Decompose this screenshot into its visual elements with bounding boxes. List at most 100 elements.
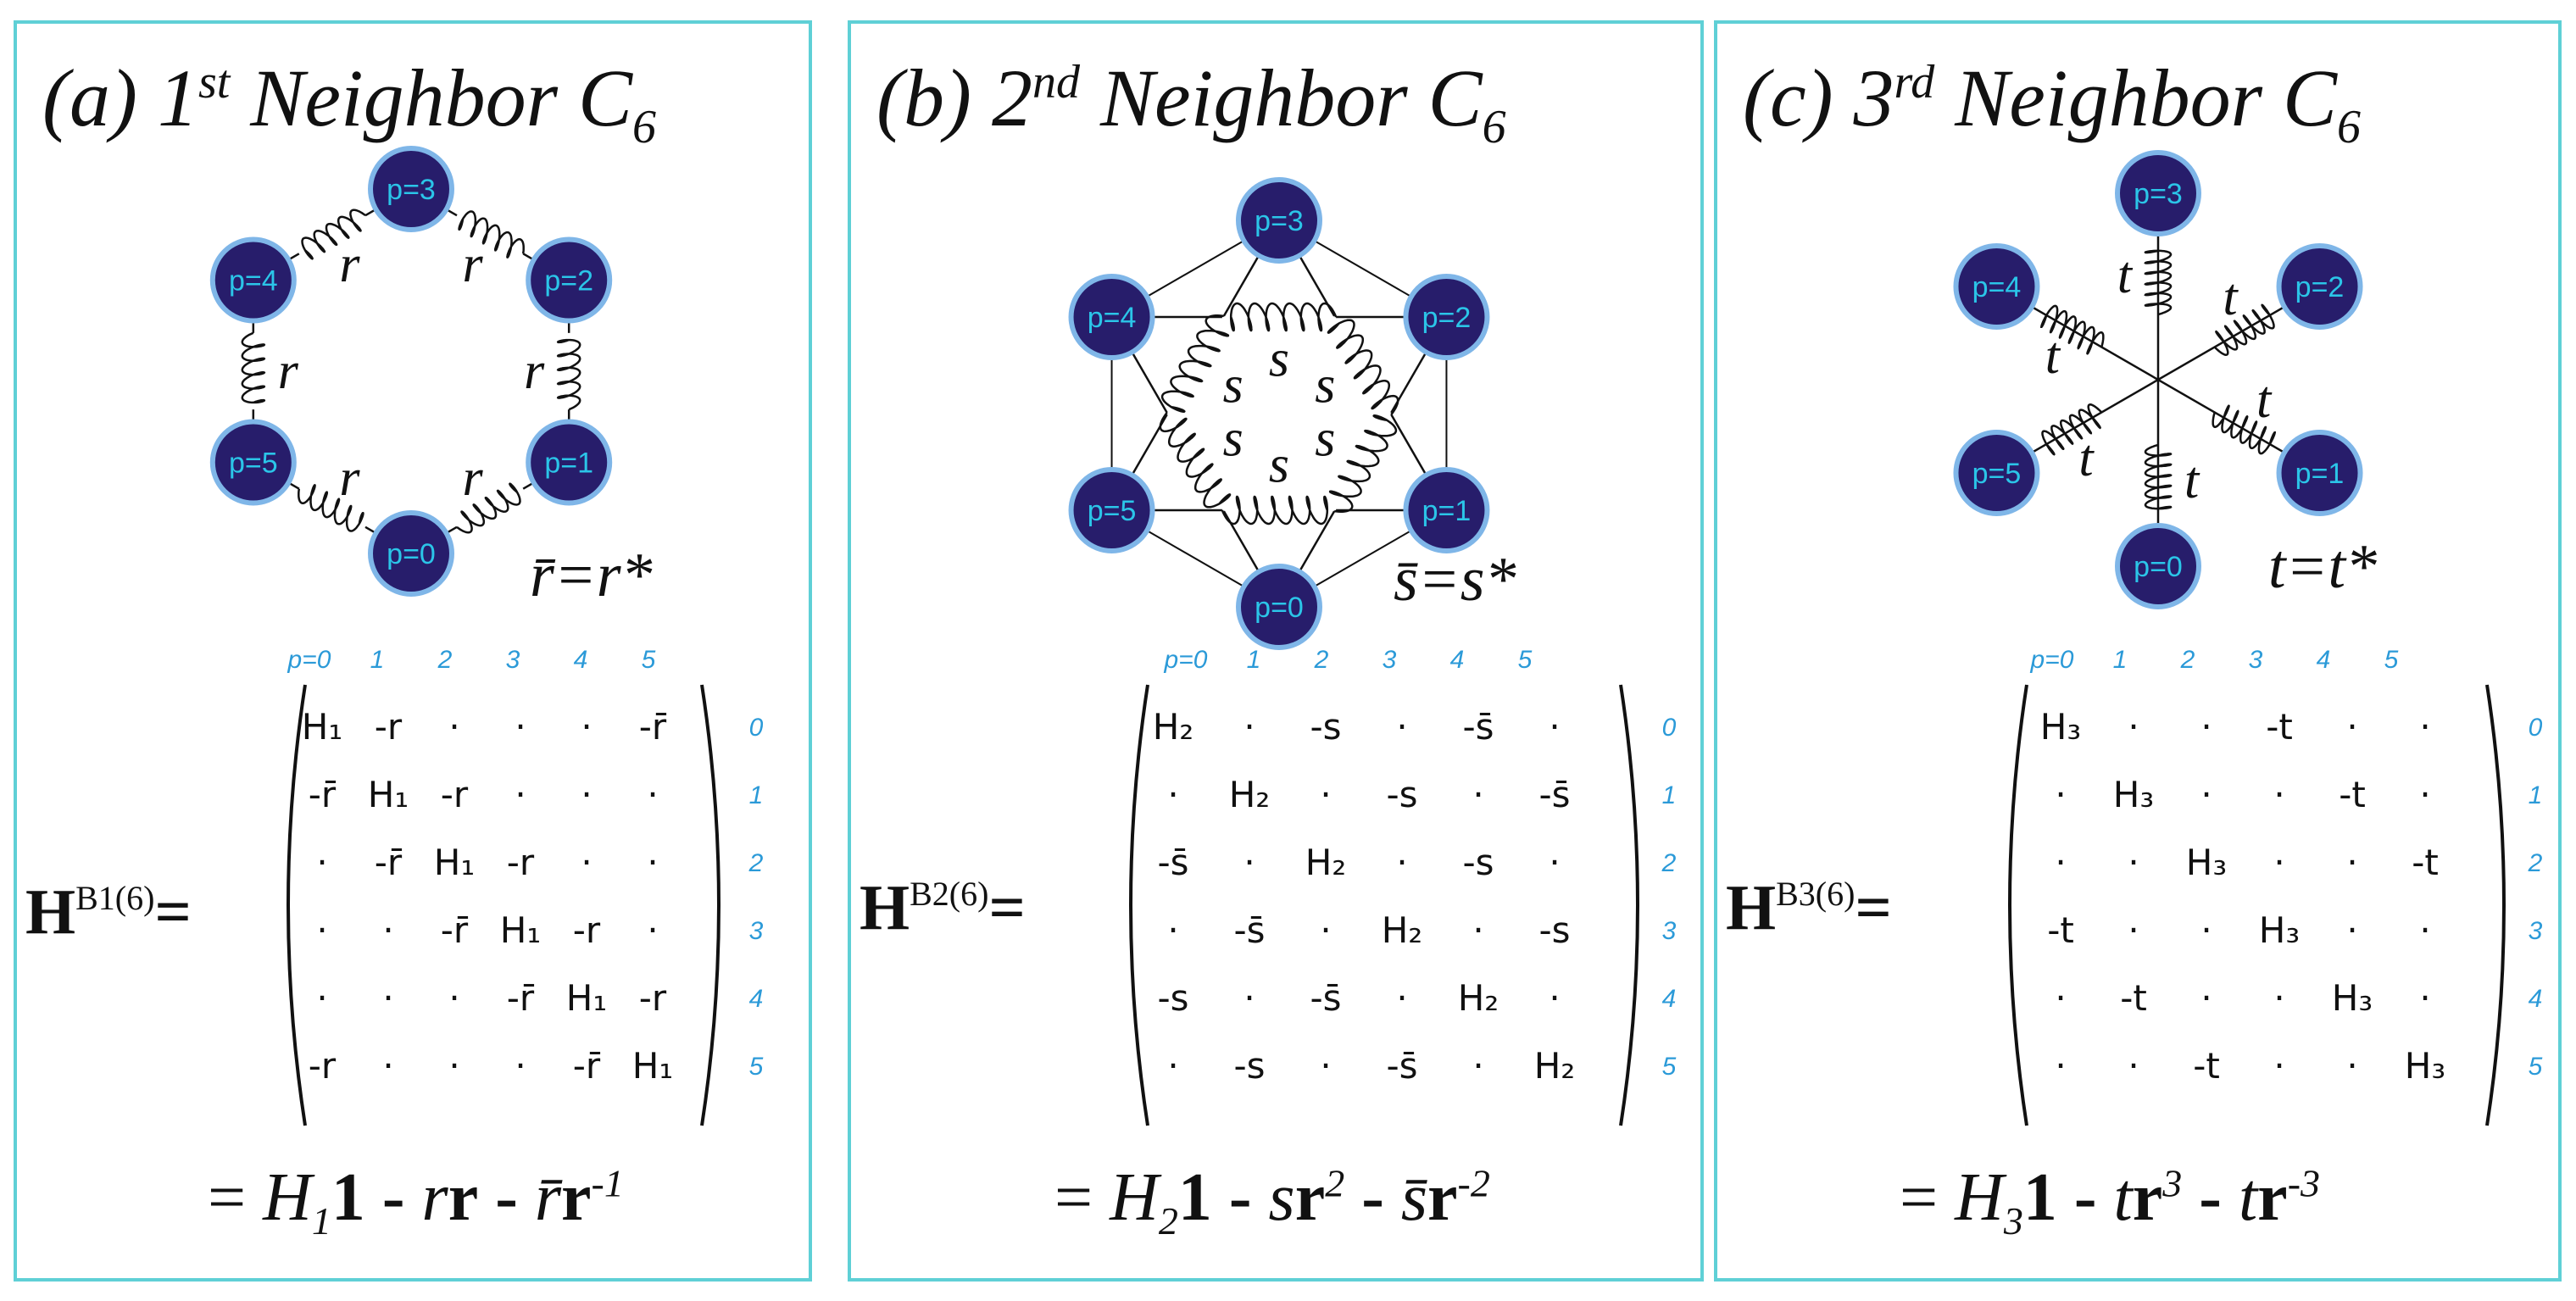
matrix-cell: · xyxy=(2419,977,2430,1019)
site-node xyxy=(1403,274,1490,360)
matrix-cell: H₁ xyxy=(566,977,607,1019)
bond-label-t: t xyxy=(2256,371,2273,429)
matrix-cell: H₂ xyxy=(1534,1045,1575,1087)
bond-label-t: t xyxy=(2117,247,2134,304)
conjugate-relation: t=t* xyxy=(2268,532,2377,602)
nodes: p=0p=1p=2p=3p=4p=5 xyxy=(1953,150,2363,609)
matrix-cell: · xyxy=(1243,842,1255,883)
row-index: 1 xyxy=(1662,781,1677,809)
site-node xyxy=(1953,430,2040,516)
matrix-cell: -s̄ xyxy=(1157,842,1188,883)
row-index: 0 xyxy=(749,714,764,742)
bond-label-r: r xyxy=(339,236,360,293)
site-node xyxy=(1953,243,2040,330)
matrix-cell: · xyxy=(2273,774,2284,815)
matrix-cell: -r̄ xyxy=(441,909,469,951)
matrix-cell: · xyxy=(2273,842,2284,883)
column-index: 2 xyxy=(1314,646,1329,674)
matrix-cell: H₂ xyxy=(1153,706,1193,748)
matrix-cell: · xyxy=(448,977,459,1019)
matrix-cell: H₁ xyxy=(500,909,541,951)
column-index: 2 xyxy=(2180,646,2195,674)
bond-label-t: t xyxy=(2223,269,2239,326)
column-index: p=0 xyxy=(2030,646,2074,674)
matrix-cells: H₁-r···-r̄-r̄H₁-r····-r̄H₁-r····-r̄H₁-r·… xyxy=(302,706,673,1087)
matrix-cell: -r xyxy=(639,977,667,1019)
row-index: 3 xyxy=(2529,917,2543,945)
matrix-cell: · xyxy=(2346,1045,2357,1087)
site-node xyxy=(1236,564,1322,650)
site-node xyxy=(2276,430,2363,516)
matrix-cell: -r xyxy=(309,1045,337,1087)
bond-label-s: s xyxy=(1269,330,1289,387)
row-index: 2 xyxy=(2528,849,2543,877)
row-index: 5 xyxy=(1662,1053,1677,1081)
spring-coil xyxy=(241,331,266,404)
matrix-cell: · xyxy=(2346,706,2357,748)
column-index: 1 xyxy=(2113,646,2128,674)
matrix-cell: · xyxy=(647,774,658,815)
matrix-cell: H₂ xyxy=(1382,909,1422,951)
site-node xyxy=(368,146,454,232)
column-index: 1 xyxy=(370,646,385,674)
matrix-lhs: HB3(6)= xyxy=(1726,872,1892,943)
bond-label-r: r xyxy=(463,236,484,293)
site-label: p=1 xyxy=(1422,495,1472,527)
matrix-cell: -t xyxy=(2047,909,2074,951)
site-node xyxy=(1236,177,1322,264)
matrix-cell: · xyxy=(2200,909,2212,951)
matrix-cell: · xyxy=(1549,706,1560,748)
matrix-cell: · xyxy=(1472,1045,1483,1087)
matrix-cell: · xyxy=(2055,774,2066,815)
matrix-cell: · xyxy=(2055,1045,2066,1087)
site-node xyxy=(209,236,297,324)
bond-label-s: s xyxy=(1269,436,1289,494)
site-label: p=5 xyxy=(1088,495,1137,527)
column-index: 5 xyxy=(642,646,656,674)
site-label: p=0 xyxy=(2134,551,2183,583)
matrix-cell: H₃ xyxy=(2113,774,2154,815)
matrix-cell: · xyxy=(2200,774,2212,815)
matrix-cell: -r xyxy=(573,909,601,951)
row-index: 4 xyxy=(749,985,764,1013)
spring-coil xyxy=(1229,302,1338,332)
spring-coil xyxy=(458,210,525,259)
matrix-cell: -t xyxy=(2339,774,2366,815)
matrix-cell: · xyxy=(1549,842,1560,883)
matrix-cell: · xyxy=(1167,909,1178,951)
site-label: p=5 xyxy=(1972,458,2022,490)
matrix-cell: · xyxy=(2128,909,2139,951)
matrix-cell: · xyxy=(1396,706,1407,748)
row-index: 4 xyxy=(1662,985,1677,1013)
matrix-cell: H₁ xyxy=(434,842,475,883)
site-node xyxy=(1068,274,1155,360)
matrix-cell: -r̄ xyxy=(309,774,337,815)
matrix-cell: -s xyxy=(1310,706,1341,748)
column-index: 3 xyxy=(2249,646,2263,674)
bond-label-r: r xyxy=(463,449,484,507)
spring-coil xyxy=(298,484,364,532)
matrix-cell: · xyxy=(1472,909,1483,951)
site-label: p=3 xyxy=(2134,178,2183,210)
matrix-cell: -s̄ xyxy=(1386,1045,1417,1087)
matrix-cell: -r̄ xyxy=(573,1045,601,1087)
row-index: 2 xyxy=(748,849,764,877)
site-label: p=4 xyxy=(1088,302,1137,334)
matrix-cell: · xyxy=(1167,774,1178,815)
matrix-cell: -t xyxy=(2193,1045,2220,1087)
spring-coil xyxy=(2144,249,2173,316)
column-index: 3 xyxy=(506,646,520,674)
bond-label-r: r xyxy=(278,342,299,400)
panel-title: (c) 3rd Neighbor C6 xyxy=(1743,53,2361,154)
matrix-cell: · xyxy=(2200,977,2212,1019)
bond-label-r: r xyxy=(339,449,360,507)
site-label: p=5 xyxy=(229,448,278,480)
site-label: p=1 xyxy=(2295,458,2345,490)
matrix-cell: -s̄ xyxy=(1233,909,1265,951)
